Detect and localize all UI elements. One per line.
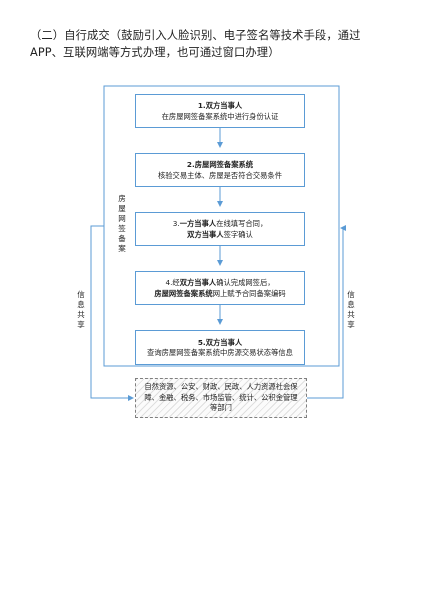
section-heading: （二）自行成交（鼓励引入人脸识别、电子签名等技术手段，通过 APP、互联网端等方… bbox=[30, 27, 400, 61]
departments-box: 自然资源、公安、财政、民政、人力资源社会保障、金融、税务、市场监管、统计、公积金… bbox=[135, 378, 307, 418]
step-5-box: 5.双方当事人 查询房屋网签备案系统中房源交易状态等信息 bbox=[135, 330, 305, 365]
left-info-share-label: 信息共享 bbox=[77, 290, 85, 329]
step-2-line2: 核验交易主体、房屋是否符合交易条件 bbox=[157, 171, 283, 180]
step-5-line1: 5.双方当事人 bbox=[197, 337, 243, 347]
right-info-share-label: 信息共享 bbox=[347, 290, 355, 329]
step-1-line1: 1.双方当事人 bbox=[197, 101, 243, 110]
step-2-box: 2.房屋网签备案系统 核验交易主体、房屋是否符合交易条件 bbox=[135, 153, 305, 187]
arrow-right-share bbox=[307, 225, 346, 399]
heading-line-2: APP、互联网端等方式办理，也可通过窗口办理） bbox=[30, 46, 280, 59]
step-3-line1: 3.一方当事人在线填写合同， bbox=[172, 219, 268, 228]
step-4-box: 4.经双方当事人确认完成网签后， 房屋网签备案系统网上赋予合同备案编码 bbox=[135, 271, 305, 305]
step-2-line1: 2.房屋网签备案系统 bbox=[186, 160, 254, 169]
step-1-box: 1.双方当事人 在房屋网签备案系统中进行身份认证 bbox=[135, 94, 305, 128]
step-1-line2: 在房屋网签备案系统中进行身份认证 bbox=[161, 112, 279, 121]
step-4-line1: 4.经双方当事人确认完成网签后， bbox=[165, 278, 275, 287]
step-5-line2: 查询房屋网签备案系统中房源交易状态等信息 bbox=[147, 347, 293, 357]
side-label-house-filing: 房屋网签备案 bbox=[118, 194, 126, 253]
step-3-line2: 双方当事人签字确认 bbox=[187, 230, 253, 239]
step-4-line2: 房屋网签备案系统网上赋予合同备案编码 bbox=[154, 289, 286, 298]
heading-line-1: （二）自行成交（鼓励引入人脸识别、电子签名等技术手段，通过 bbox=[30, 29, 361, 42]
step-3-box: 3.一方当事人在线填写合同， 双方当事人签字确认 bbox=[135, 212, 305, 246]
